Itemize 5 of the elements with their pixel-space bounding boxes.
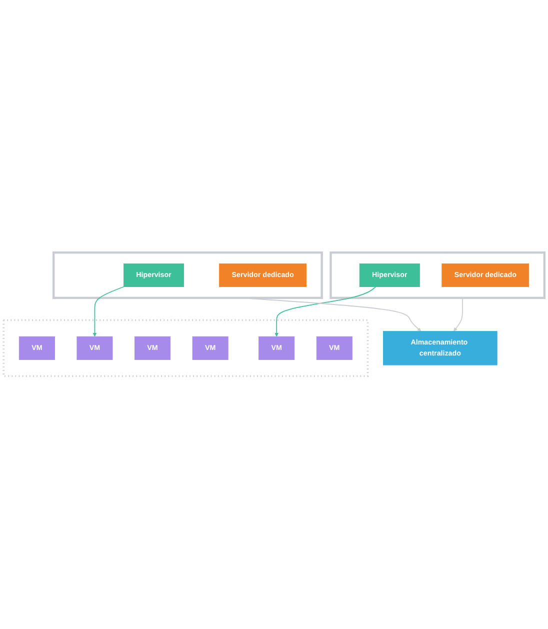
cluster [330, 252, 546, 300]
arrow [92, 286, 124, 337]
arrow [274, 286, 376, 337]
arrow [454, 298, 464, 332]
cluster [52, 252, 323, 300]
